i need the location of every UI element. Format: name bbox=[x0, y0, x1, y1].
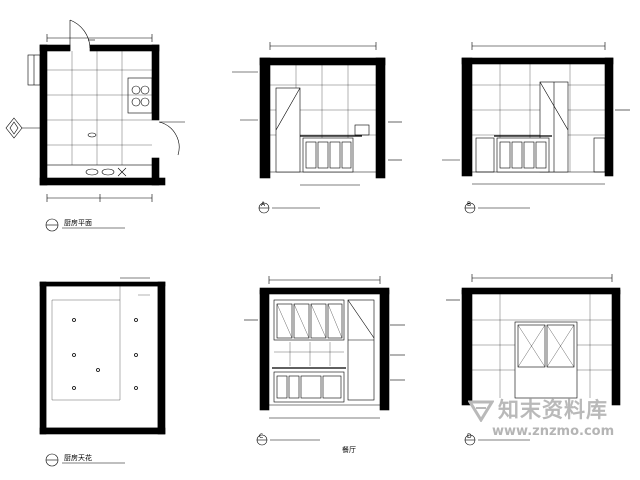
elevation-a bbox=[232, 42, 402, 214]
elevation-c-caption: 餐厅 bbox=[342, 446, 356, 454]
znzmo-logo-icon bbox=[468, 400, 494, 422]
watermark-brand-cn: 知末资料库 bbox=[498, 398, 608, 422]
elevation-c-marker: C bbox=[259, 433, 264, 440]
elevation-b bbox=[442, 42, 630, 214]
elevation-c bbox=[244, 276, 405, 446]
kitchen-ceiling-title: 厨房天花 bbox=[64, 454, 92, 462]
elevation-a-marker: A bbox=[261, 201, 266, 208]
elevation-b-marker: B bbox=[467, 201, 472, 208]
watermark-brand-url: www.znzmo.com bbox=[492, 424, 615, 439]
kitchen-plan bbox=[5, 19, 185, 232]
elevation-d bbox=[446, 274, 621, 446]
kitchen-ceiling bbox=[39, 277, 166, 467]
elevation-d-marker: D bbox=[467, 433, 472, 440]
kitchen-plan-title: 厨房平面 bbox=[64, 219, 92, 227]
